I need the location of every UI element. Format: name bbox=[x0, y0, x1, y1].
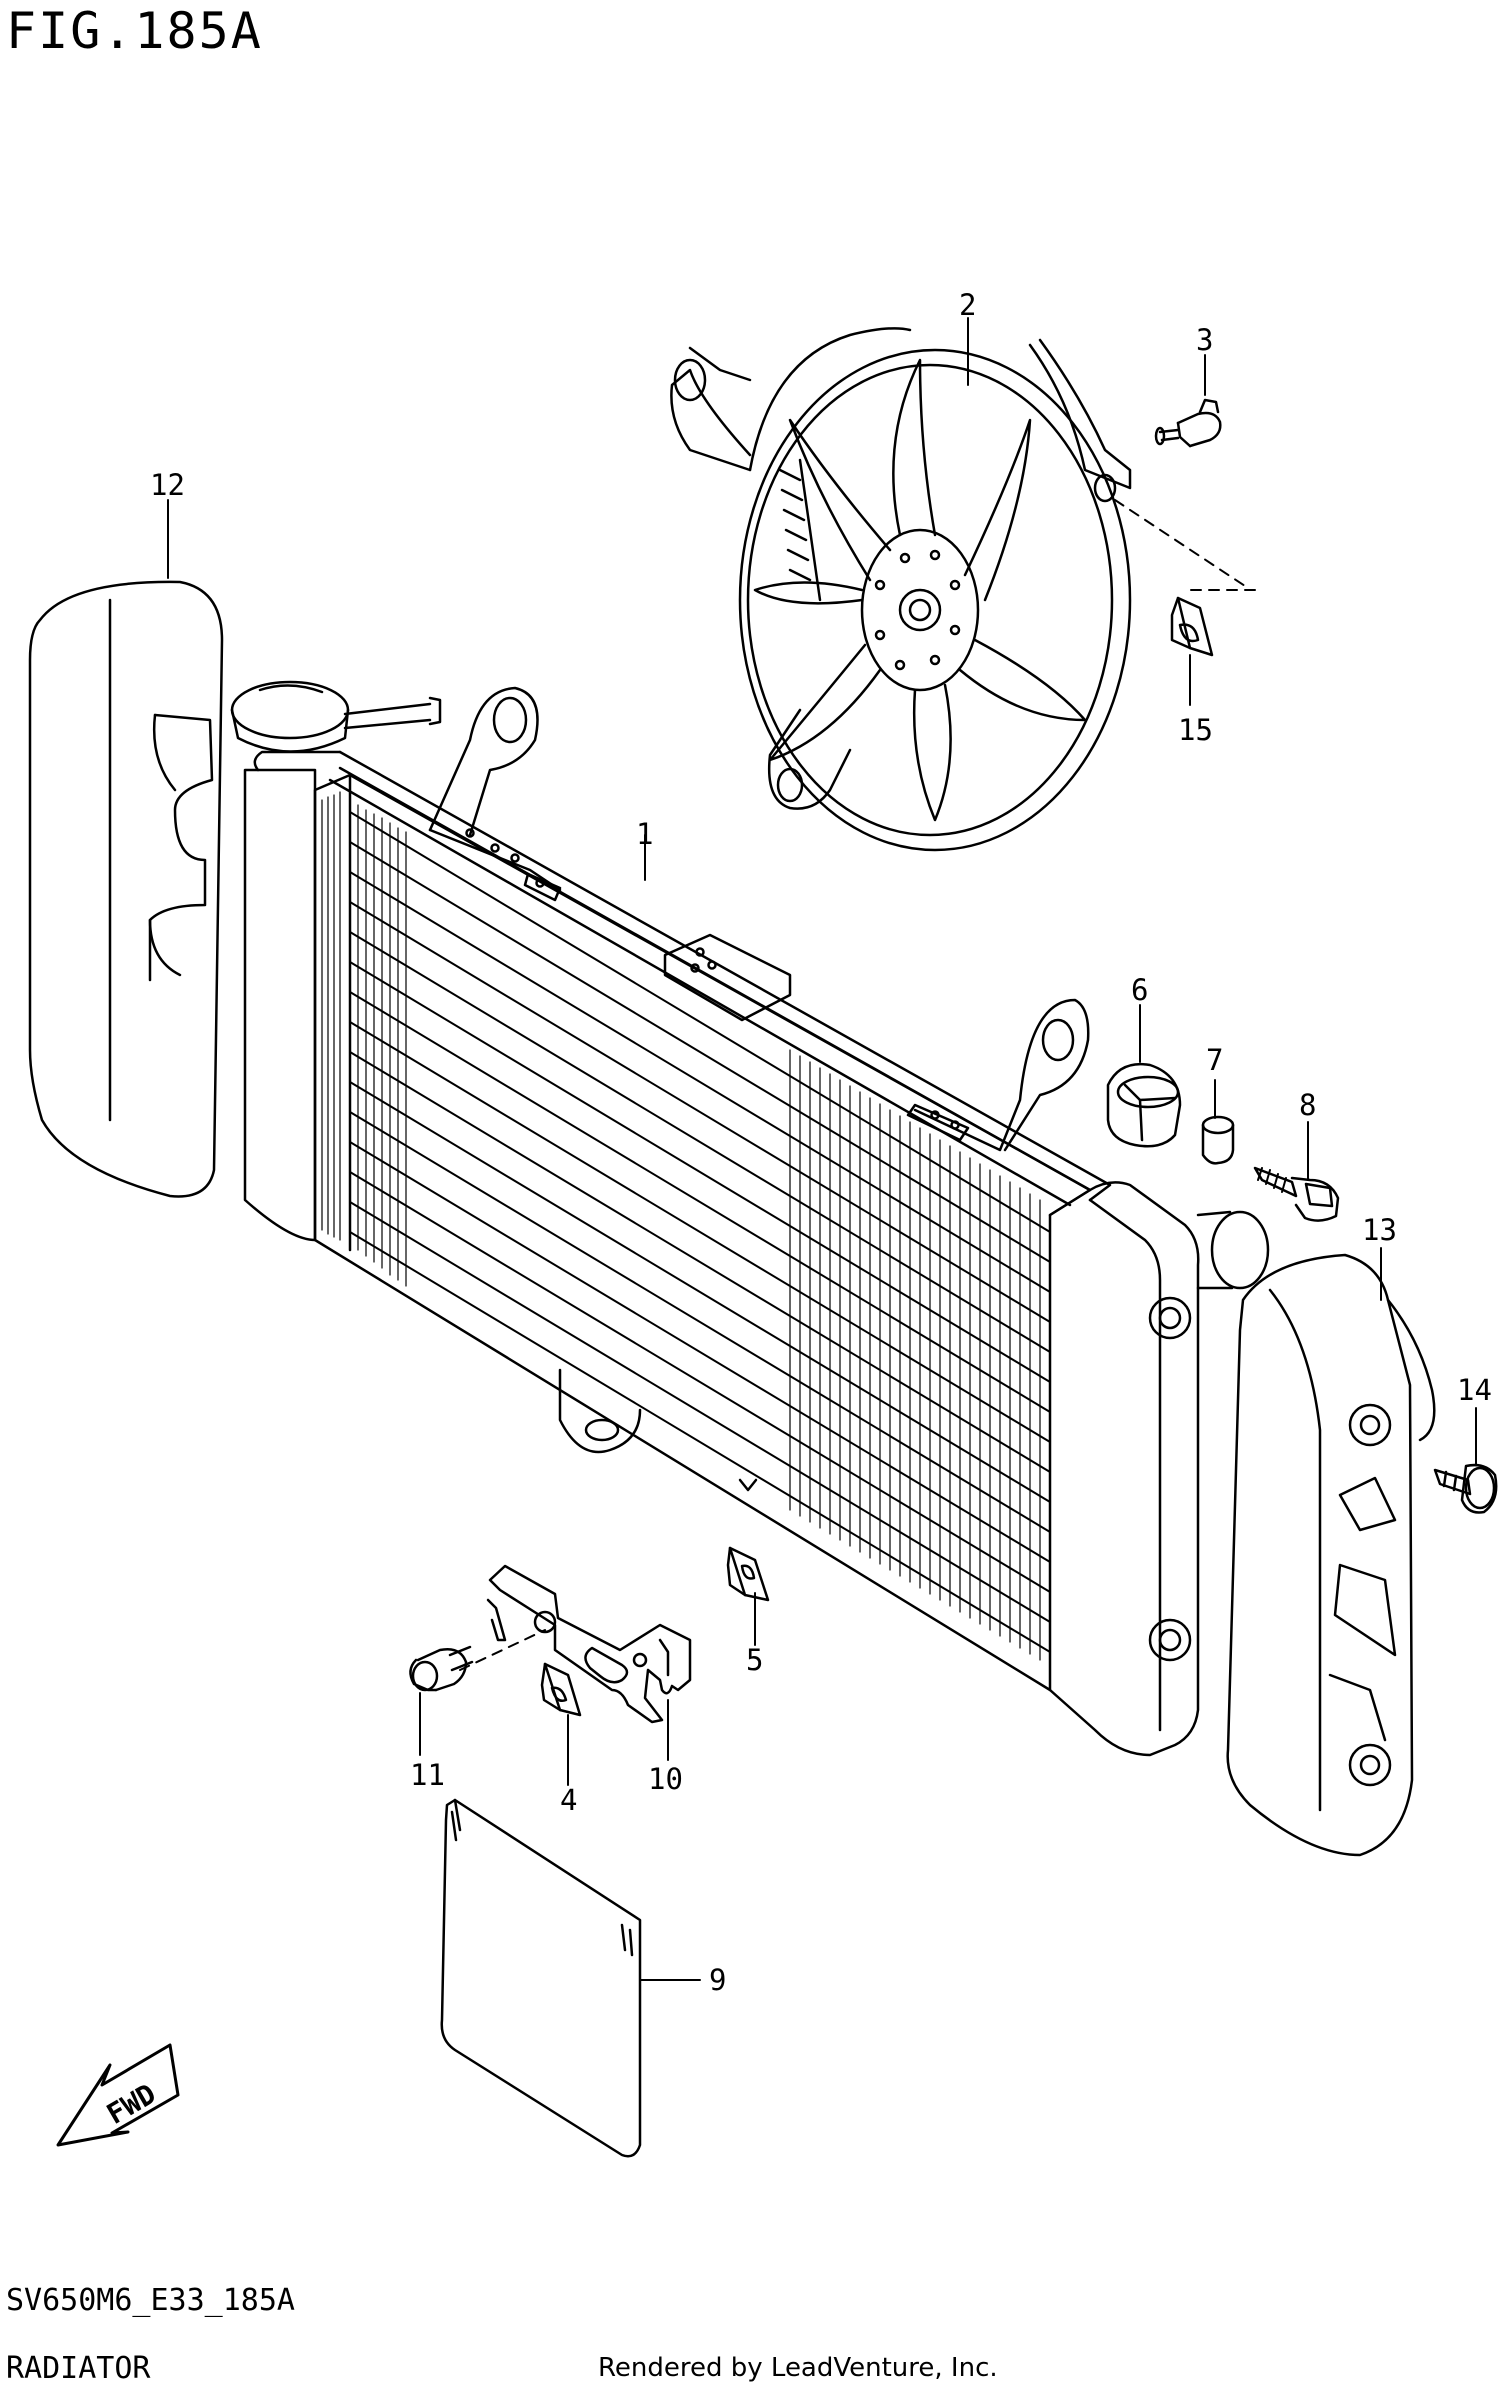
callout-7: 7 bbox=[1206, 1043, 1223, 1077]
part-4-clip-nut[interactable] bbox=[540, 1662, 582, 1717]
callout-1: 1 bbox=[636, 817, 653, 851]
callout-11: 11 bbox=[410, 1758, 445, 1792]
part-5-clip-nut[interactable] bbox=[726, 1546, 770, 1602]
callout-14: 14 bbox=[1457, 1373, 1492, 1407]
credit-text: Rendered by LeadVenture, Inc. bbox=[598, 2353, 998, 2383]
section-name: RADIATOR bbox=[6, 2351, 151, 2386]
part-13-right-shroud[interactable] bbox=[1226, 1253, 1436, 1857]
part-12-left-shroud[interactable] bbox=[28, 580, 224, 1198]
part-11-bolt[interactable] bbox=[409, 1645, 474, 1692]
fwd-label: FWD bbox=[101, 2077, 161, 2131]
callout-12: 12 bbox=[150, 468, 185, 502]
part-10-bracket[interactable] bbox=[486, 1564, 692, 1724]
dashed-leaders bbox=[459, 499, 1256, 1671]
callout-8: 8 bbox=[1299, 1088, 1316, 1122]
part-14-bolt[interactable] bbox=[1433, 1463, 1498, 1514]
callout-4: 4 bbox=[560, 1783, 577, 1817]
part-7-collar[interactable] bbox=[1201, 1115, 1235, 1165]
figure-title: FIG.185A bbox=[6, 2, 263, 60]
diagram-code: SV650M6_E33_185A bbox=[6, 2283, 295, 2318]
fwd-arrow: FWD bbox=[56, 2043, 180, 2147]
callout-leaders bbox=[167, 317, 1477, 1981]
callout-5: 5 bbox=[746, 1643, 763, 1677]
part-8-bolt[interactable] bbox=[1253, 1166, 1340, 1222]
part-2-cooling-fan[interactable] bbox=[670, 327, 1132, 852]
callout-numbers: 1 2 3 4 5 6 7 8 9 10 11 12 13 14 15 bbox=[150, 288, 1492, 1997]
part-1-radiator[interactable] bbox=[230, 680, 1270, 1757]
callout-13: 13 bbox=[1362, 1213, 1397, 1247]
callout-2: 2 bbox=[959, 288, 976, 322]
part-3-bolt[interactable] bbox=[1154, 398, 1222, 448]
part-6-grommet[interactable] bbox=[1106, 1062, 1182, 1148]
part-9-cover-plate[interactable] bbox=[440, 1798, 642, 2158]
callout-9: 9 bbox=[709, 1963, 726, 1997]
part-15-clip-nut[interactable] bbox=[1170, 596, 1214, 657]
callout-15: 15 bbox=[1178, 713, 1213, 747]
callout-3: 3 bbox=[1196, 323, 1213, 357]
callout-10: 10 bbox=[648, 1762, 683, 1796]
callout-6: 6 bbox=[1131, 973, 1148, 1007]
